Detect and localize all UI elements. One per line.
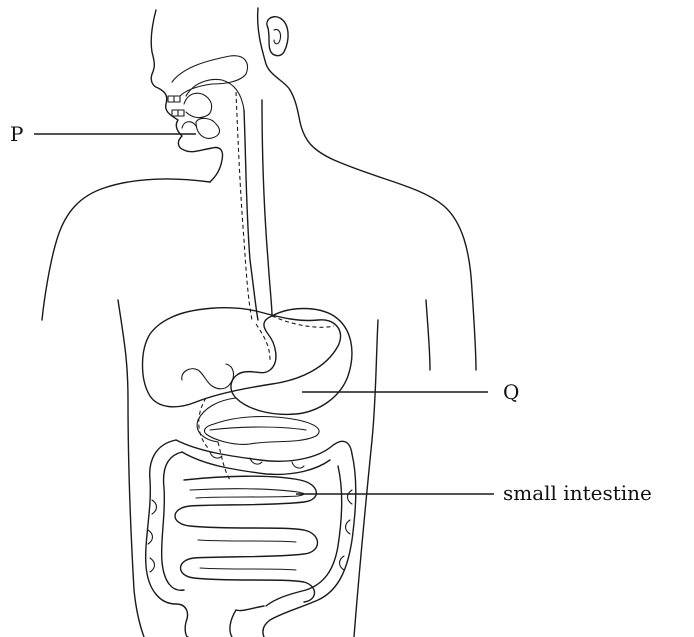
label-q: Q bbox=[503, 380, 519, 404]
label-p-group: P bbox=[10, 122, 196, 146]
pancreas bbox=[204, 417, 319, 445]
gallbladder bbox=[182, 364, 234, 389]
small-intestine bbox=[175, 442, 318, 602]
mouth-and-oesophagus bbox=[168, 56, 272, 320]
large-intestine bbox=[146, 440, 356, 637]
salivary-gland bbox=[196, 118, 219, 138]
ear bbox=[267, 17, 288, 56]
label-q-group: Q bbox=[302, 380, 519, 404]
label-p: P bbox=[10, 122, 23, 146]
body-outline bbox=[42, 8, 476, 637]
stomach bbox=[231, 309, 352, 415]
label-small-intestine: small intestine bbox=[503, 481, 652, 505]
